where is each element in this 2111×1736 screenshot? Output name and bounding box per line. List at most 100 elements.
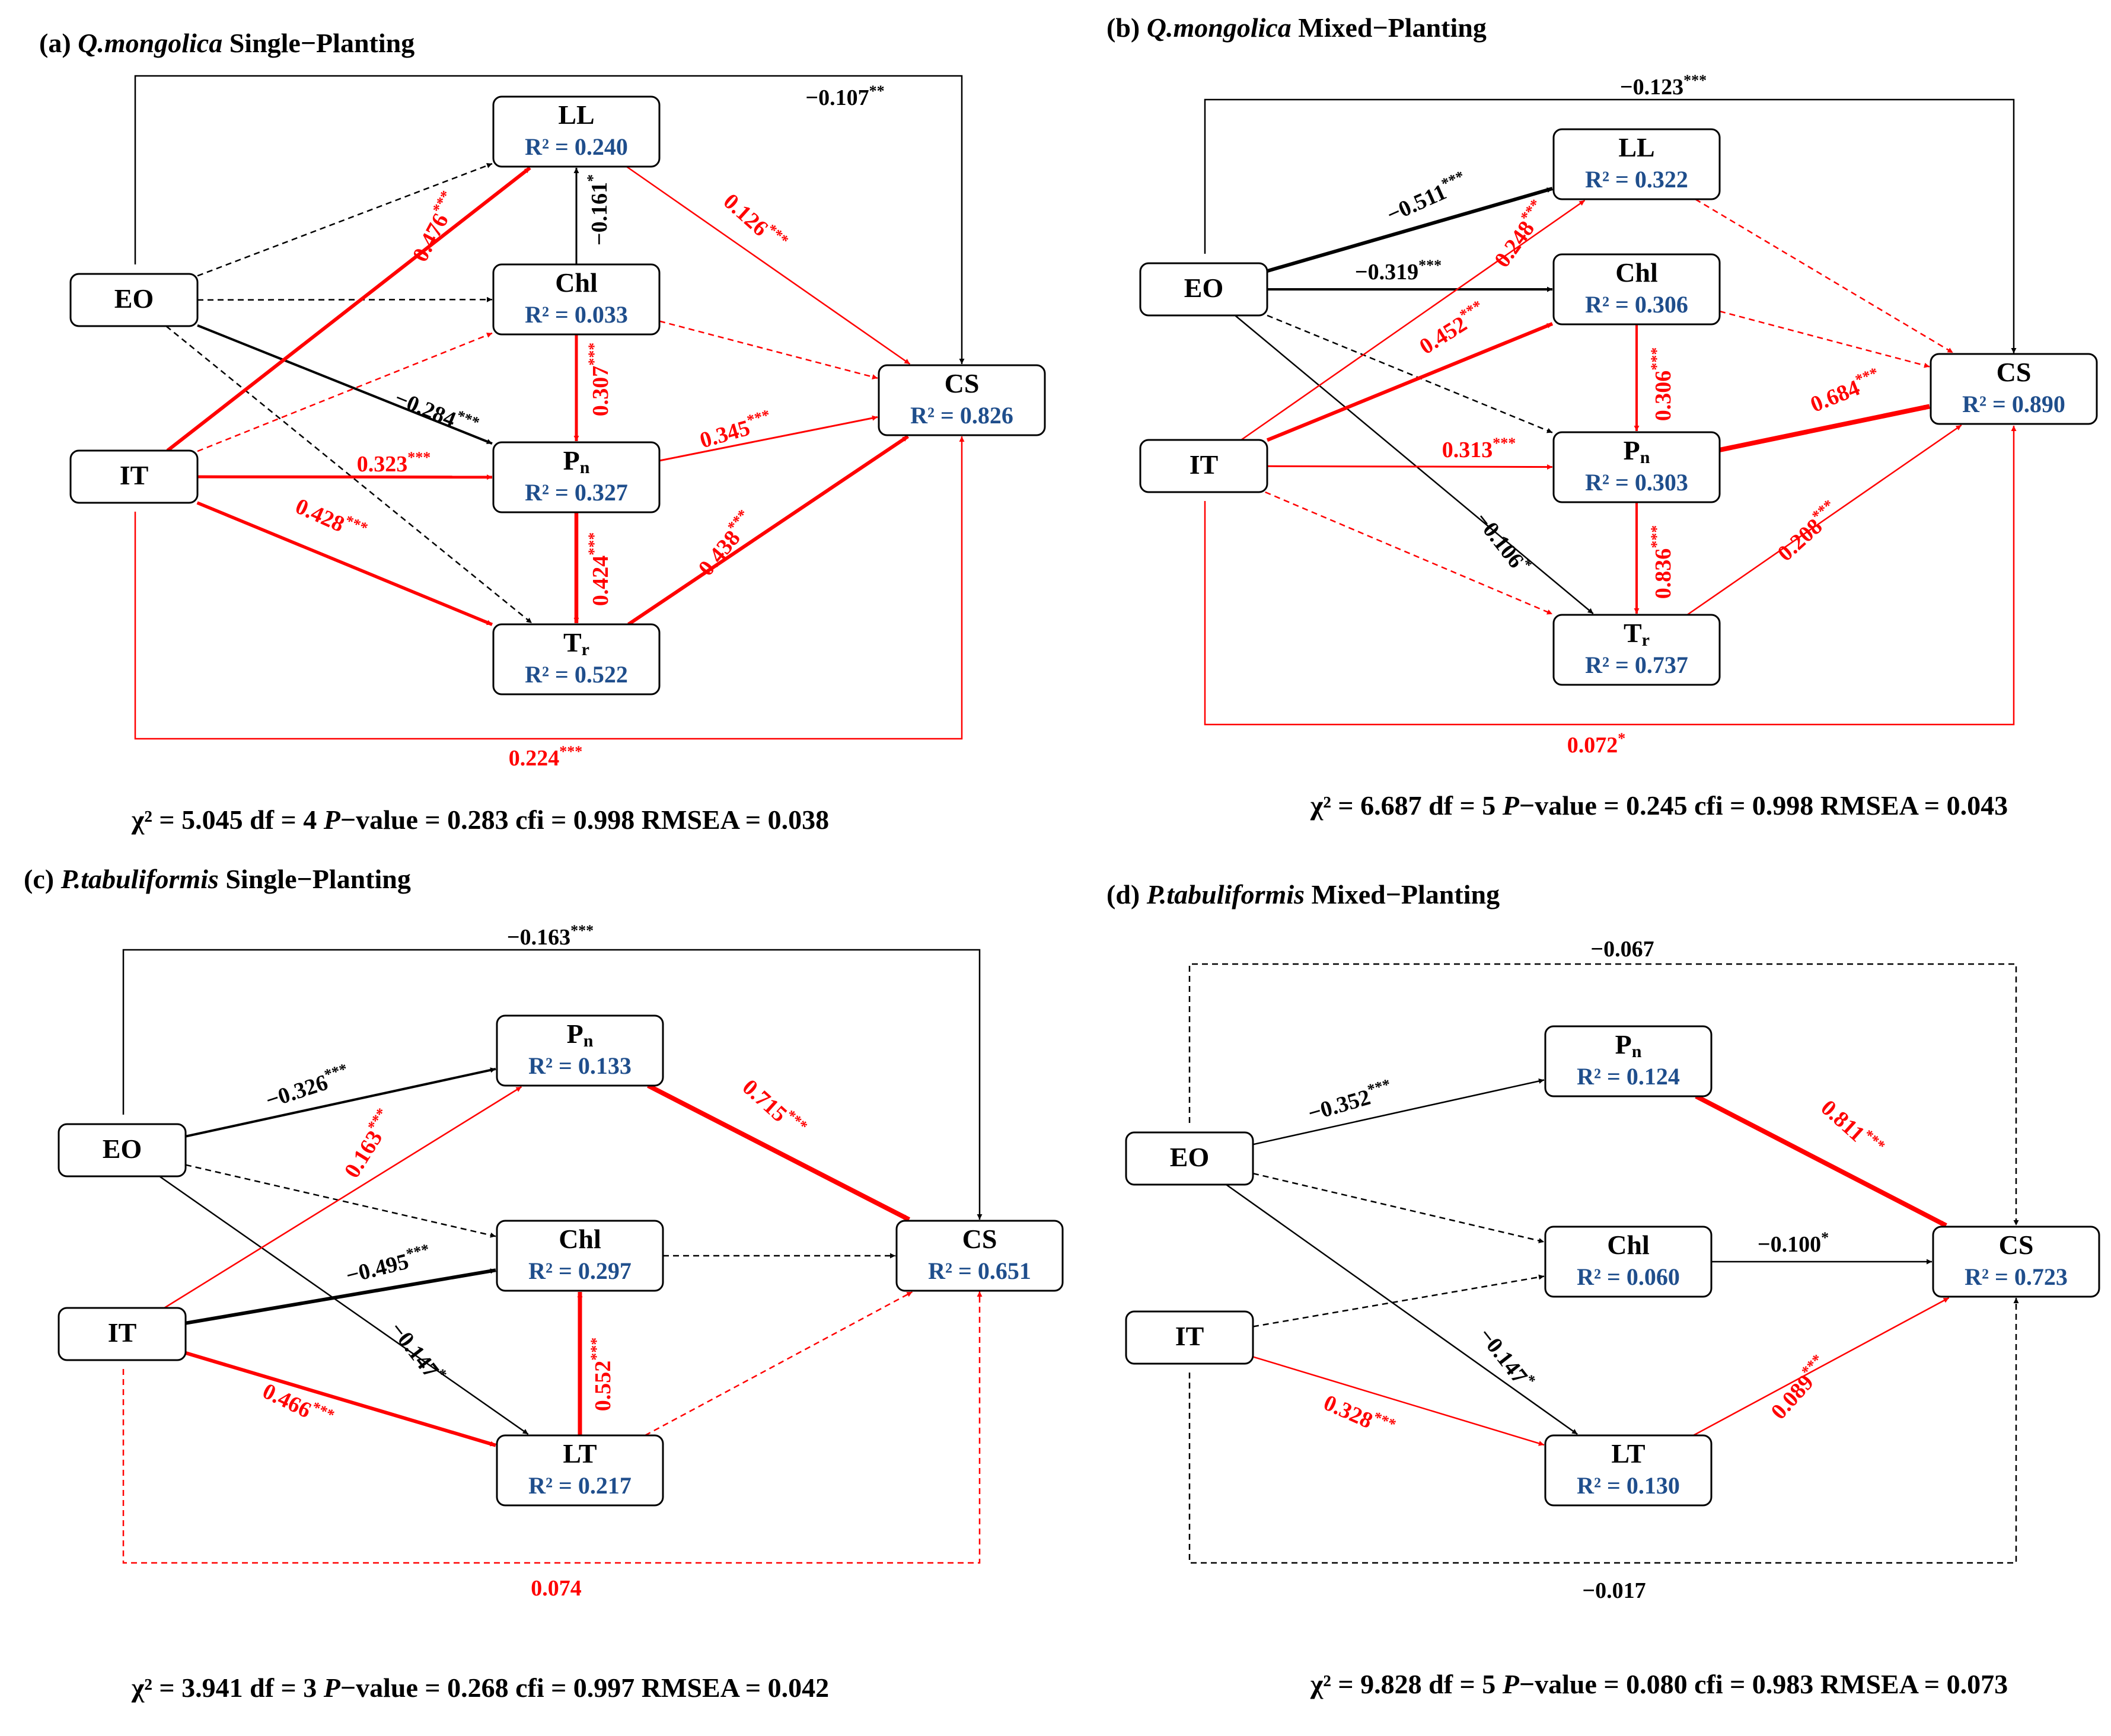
coef-value: 0.428 [292, 493, 348, 537]
path-it-to-chl-coef: 0.452*** [1414, 296, 1491, 359]
path-it-to-tr [1265, 491, 1553, 615]
significance-stars: *** [1683, 72, 1707, 89]
node-label: EO [1170, 1142, 1209, 1172]
significance-stars: ** [869, 82, 885, 100]
node-eo: EO [69, 273, 199, 327]
path-pn-to-cs [1695, 1094, 1947, 1228]
coef-value: 0.836 [1651, 548, 1676, 599]
coef-value: 0.684 [1807, 375, 1863, 417]
coef-value: 0.074 [531, 1576, 582, 1601]
node-box [1552, 128, 1721, 200]
coef-value: −0.495 [343, 1249, 411, 1288]
coef-value: 0.323 [357, 452, 408, 477]
path-chl-to-cs [659, 320, 878, 379]
node-box [1552, 614, 1721, 686]
significance-stars: *** [407, 449, 431, 466]
path-eo-to-cs-coef: −0.067 [1590, 937, 1654, 962]
path-it-to-pn-coef: 0.163*** [337, 1105, 400, 1182]
significance-stars: *** [404, 1240, 431, 1263]
path-it-to-cs-coef: −0.017 [1582, 1578, 1646, 1603]
path-it-to-cs [122, 1291, 983, 1564]
path-it-to-tr [196, 501, 493, 626]
significance-stars: *** [322, 1060, 349, 1084]
node-box [1125, 1310, 1254, 1365]
path-it-to-chl-coef: −0.495*** [343, 1240, 433, 1288]
coef-value: −0.017 [1582, 1578, 1646, 1603]
node-box [1544, 1226, 1713, 1298]
path-lt-to-cs [645, 1291, 913, 1437]
node-it: IT [1125, 1310, 1254, 1365]
node-box [69, 273, 199, 327]
node-label: Pn [567, 1019, 594, 1051]
r-squared: R² = 0.890 [1962, 391, 2065, 417]
path-ll-to-cs [1695, 198, 1954, 354]
path-it-to-ll [166, 166, 531, 452]
node-label: LL [1618, 132, 1654, 162]
coef-value: 0.307 [588, 366, 613, 417]
node-cs: CS R² = 0.890 [1930, 353, 2098, 425]
node-label: Chl [1607, 1230, 1650, 1260]
path-eo-to-cs [1204, 98, 2017, 353]
path-pn-to-tr-coef: 0.424*** [585, 532, 613, 607]
significance-stars: *** [1648, 525, 1665, 548]
significance-stars: *** [1648, 347, 1665, 371]
r-squared: R² = 0.327 [525, 479, 628, 506]
node-eo: EO [1139, 262, 1268, 317]
r-squared: R² = 0.060 [1577, 1263, 1680, 1290]
panel-c: (c) P.tabuliformis Single−Planting−0.163… [24, 864, 1064, 1703]
path-pn-to-cs-coef: 0.811*** [1816, 1093, 1889, 1162]
coef-value: 0.072 [1567, 733, 1618, 758]
node-box [1932, 1226, 2100, 1298]
significance-stars: *** [745, 406, 771, 429]
node-box [1552, 253, 1721, 326]
node-label: CS [1997, 357, 2032, 387]
node-label: IT [1175, 1321, 1204, 1351]
r-squared: R² = 0.124 [1577, 1063, 1680, 1090]
path-it-to-cs-coef: 0.224*** [509, 743, 583, 771]
panel-title: (a) Q.mongolica Single−Planting [39, 28, 414, 58]
significance-stars: * [1821, 1229, 1829, 1246]
node-label: LT [1611, 1438, 1645, 1469]
path-it-to-chl [1266, 322, 1554, 442]
node-box [69, 449, 199, 504]
coef-value: 0.466 [259, 1378, 315, 1423]
node-label: IT [1190, 449, 1219, 480]
r-squared: R² = 0.723 [1965, 1263, 2068, 1290]
path-eo-to-lt [1226, 1183, 1578, 1435]
coef-value: −0.100 [1758, 1232, 1821, 1257]
path-it-to-pn-coef: 0.313*** [1442, 435, 1516, 462]
path-eo-to-pn [197, 324, 493, 445]
r-squared: R² = 0.133 [528, 1052, 632, 1079]
coef-value: 0.306 [1651, 371, 1676, 422]
coef-value: −0.163 [507, 925, 570, 950]
path-it-to-ll-coef: 0.248*** [1487, 196, 1553, 272]
node-label: Chl [555, 267, 598, 298]
path-pn-to-tr-coef: 0.836*** [1648, 525, 1676, 599]
node-box [496, 1434, 664, 1507]
path-eo-to-pn [185, 1067, 496, 1138]
path-eo-to-chl-coef: −0.319*** [1355, 257, 1442, 285]
node-box [878, 364, 1046, 436]
node-eo: EO [58, 1123, 187, 1177]
coef-value: −0.161 [587, 182, 612, 245]
panel-title: (b) Q.mongolica Mixed−Planting [1106, 12, 1487, 43]
coef-value: −0.147 [385, 1317, 444, 1383]
node-box [1544, 1025, 1713, 1097]
path-it-to-cs [1204, 426, 2017, 726]
node-box [1930, 353, 2098, 425]
significance-stars: * [1618, 730, 1625, 747]
panel-d: (d) P.tabuliformis Mixed−Planting−0.067−… [1106, 879, 2100, 1699]
path-pn-to-cs-coef: 0.684*** [1806, 364, 1884, 417]
path-eo-to-cs-coef: −0.123*** [1620, 72, 1707, 100]
coef-value: 0.313 [1442, 438, 1493, 462]
significance-stars: *** [570, 922, 594, 939]
significance-stars: * [584, 174, 601, 182]
path-ll-to-cs-coef: 0.126*** [719, 187, 792, 257]
